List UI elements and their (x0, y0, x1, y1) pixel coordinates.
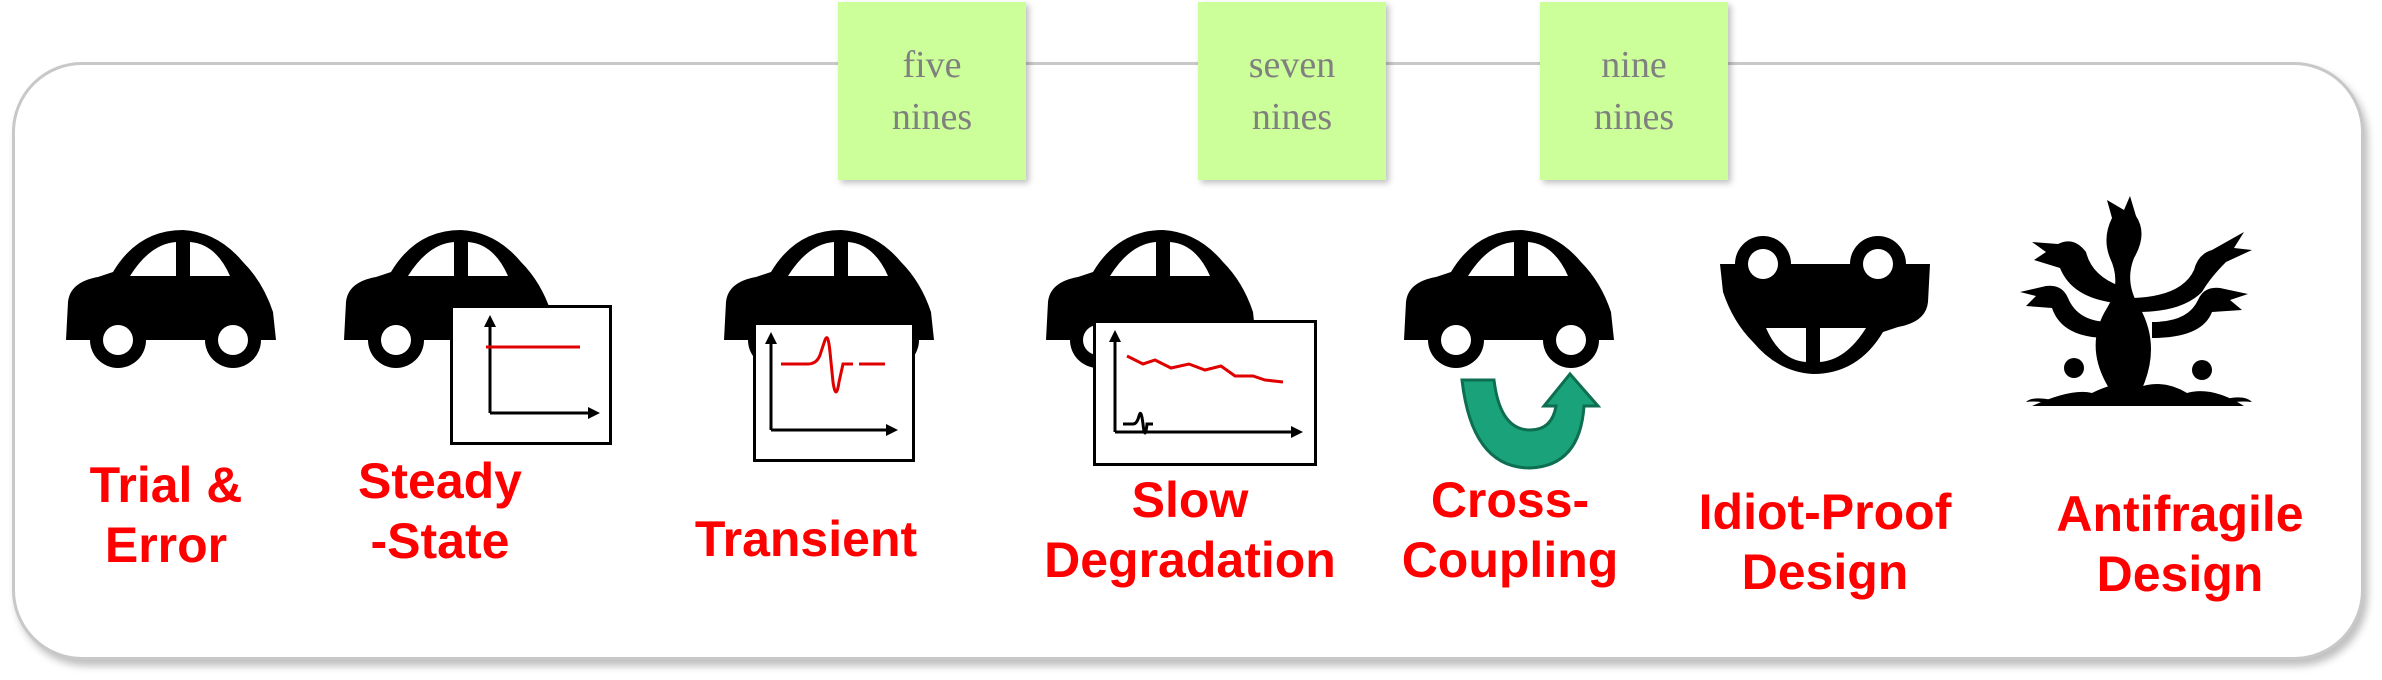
label-line: Transient (694, 511, 918, 567)
transient-plot (753, 322, 915, 462)
label-line: Steady (358, 453, 522, 509)
note-line: seven (1248, 44, 1336, 86)
label-antifragile-design: Antifragile Design (2040, 484, 2320, 604)
label-line: Degradation (1044, 532, 1336, 588)
note-five-nines: five nines (838, 2, 1026, 180)
hydra-icon (2020, 196, 2252, 406)
slow-degradation-plot (1093, 320, 1317, 466)
label-line: Antifragile (2056, 486, 2304, 542)
label-line: -State (370, 513, 510, 569)
label-line: Design (1741, 544, 1909, 600)
coupling-arrow-icon (1460, 371, 1602, 470)
label-trial-and-error: Trial & Error (66, 455, 266, 575)
car-icon (58, 222, 288, 372)
note-line: nines (891, 96, 973, 138)
note-seven-nines: seven nines (1198, 2, 1386, 180)
label-transient: Transient (676, 509, 936, 569)
note-line: nines (1251, 96, 1333, 138)
note-nine-nines: nine nines (1540, 2, 1728, 180)
label-line: Idiot-Proof (1698, 484, 1952, 540)
label-line: Design (2096, 546, 2264, 602)
label-line: Error (104, 517, 228, 573)
label-line: Trial & (89, 457, 243, 513)
label-slow-degradation: Slow Degradation (1040, 470, 1340, 590)
steady-state-plot (450, 305, 612, 445)
note-line: five (902, 44, 962, 86)
label-cross-coupling: Cross- Coupling (1380, 470, 1640, 590)
car-icon (1396, 222, 1626, 372)
label-line: Coupling (1401, 532, 1619, 588)
label-steady-state: Steady -State (340, 451, 540, 571)
label-idiot-proof-design: Idiot-Proof Design (1680, 482, 1970, 602)
label-line: Cross- (1430, 472, 1590, 528)
overturned-car-icon (1720, 236, 1930, 374)
note-line: nine (1601, 44, 1667, 86)
note-line: nines (1593, 96, 1675, 138)
label-line: Slow (1131, 472, 1249, 528)
